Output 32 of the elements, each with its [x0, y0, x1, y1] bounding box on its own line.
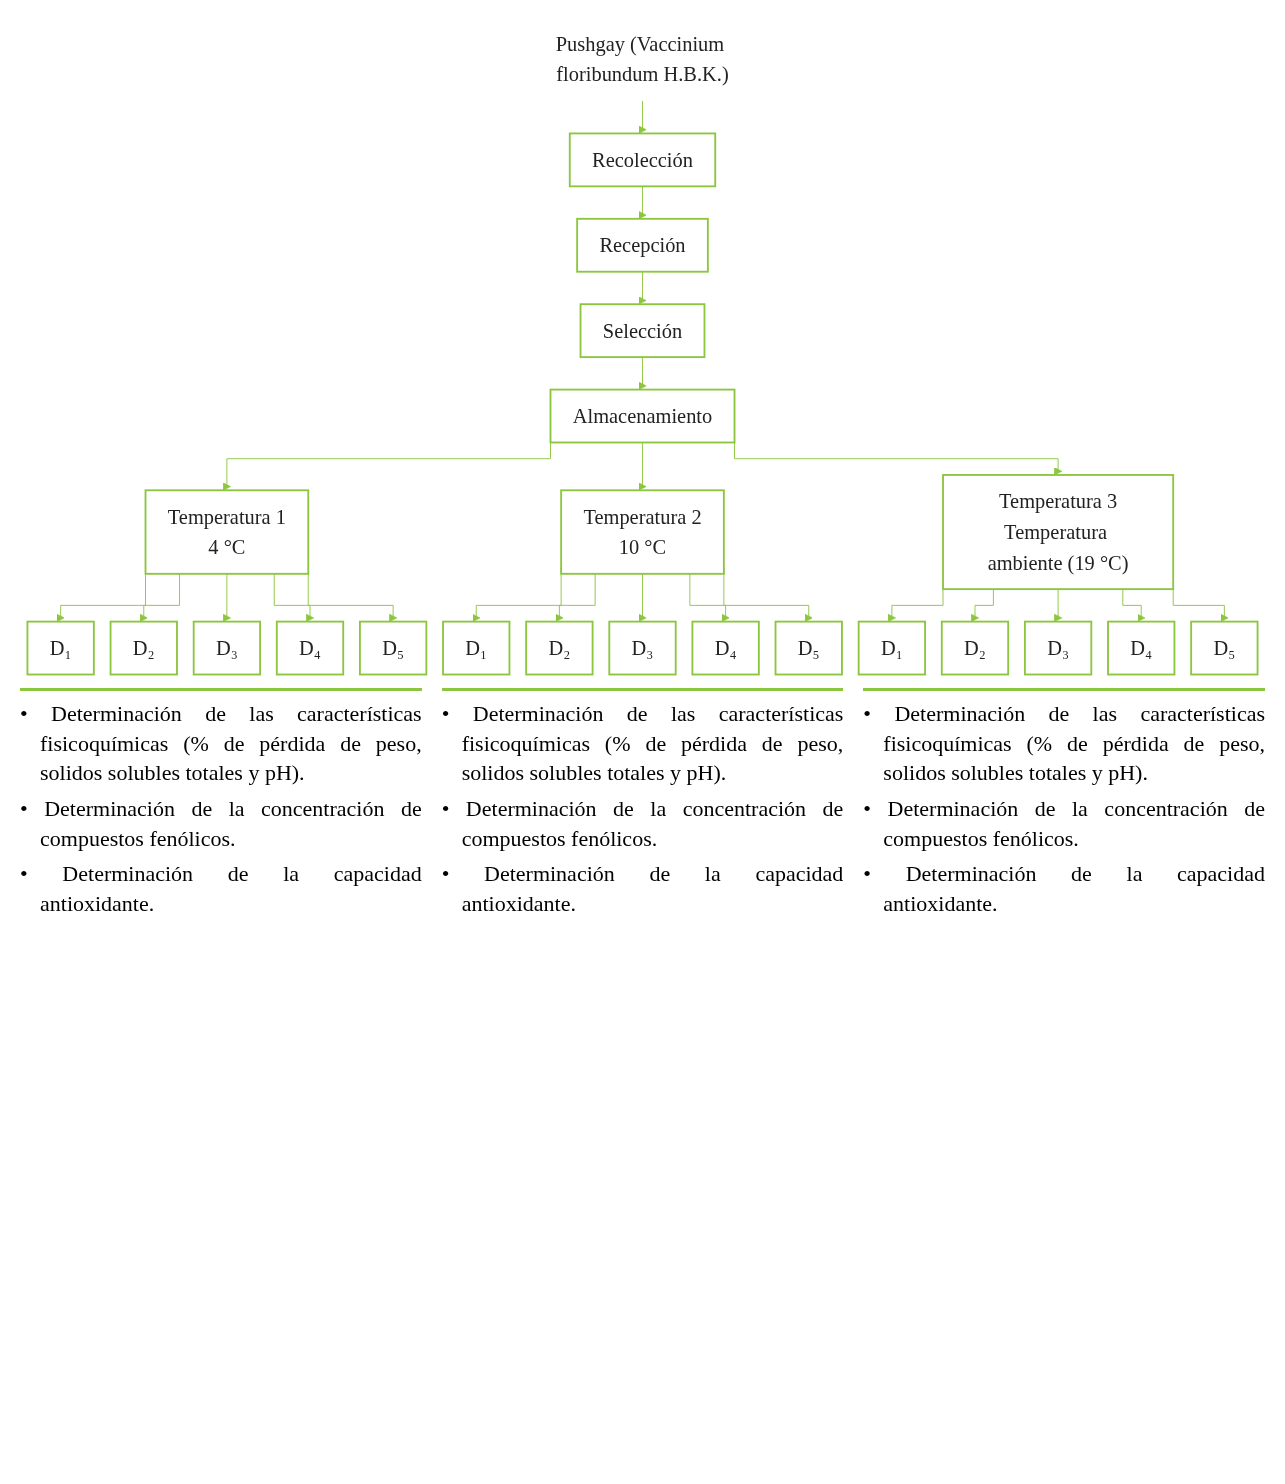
node-box: D₄ [691, 620, 760, 676]
node-box: D₂ [525, 620, 594, 676]
node-box: D₄ [1107, 620, 1176, 676]
node-box: Temperatura 3 Temperatura ambiente (19 °C) [942, 474, 1175, 591]
bullet-item: • Determinación de la capacidad antioxidante. [863, 860, 1265, 919]
node-box: D₁ [26, 620, 95, 676]
node-text: Pushgay (Vaccinium floribundum H.B.K.) [555, 32, 729, 87]
bullet-item: • Determinación de la concentración de compuestos fenólicos. [863, 795, 1265, 853]
node-box: Recepción [576, 217, 709, 273]
node-box: D₁ [857, 620, 926, 676]
node-box: D₅ [774, 620, 843, 676]
node-box: D₅ [1190, 620, 1259, 676]
node-box: Selección [579, 303, 706, 359]
node-box: Temperatura 2 10 °C [560, 489, 725, 575]
node-box: D₄ [275, 620, 345, 676]
node-box: D₂ [940, 620, 1010, 676]
bullet-item: • Determinación de las características fisicoquímicas (% de pérdida de peso, solidos solubles totales y pH). [863, 699, 1265, 788]
node-box: Temperatura 1 4 °C [144, 489, 310, 575]
bullet-item: • Determinación de la concentración de compuestos fenólicos. [441, 795, 844, 853]
bullet-item: • Determinación de la capacidad antioxidante. [441, 860, 844, 919]
node-box: Almacenamiento [549, 388, 736, 444]
node-box: D₅ [359, 620, 428, 676]
node-box: D₁ [442, 620, 511, 676]
node-box: D₃ [1023, 620, 1093, 676]
node-box: D₂ [109, 620, 178, 676]
bullet-item: • Determinación de las características fisicoquímicas (% de pérdida de peso, solidos solubles totales y pH). [441, 699, 844, 788]
bullet-item: • Determinación de las características fisicoquímicas (% de pérdida de peso, solidos solubles totales y pH). [20, 699, 422, 788]
node-box: D₃ [192, 620, 262, 676]
bullet-item: • Determinación de la concentración de compuestos fenólicos. [20, 795, 422, 853]
node-box: Recolección [568, 132, 717, 188]
node-box: D₃ [608, 620, 677, 676]
bullet-item: • Determinación de la capacidad antioxidante. [20, 860, 422, 919]
